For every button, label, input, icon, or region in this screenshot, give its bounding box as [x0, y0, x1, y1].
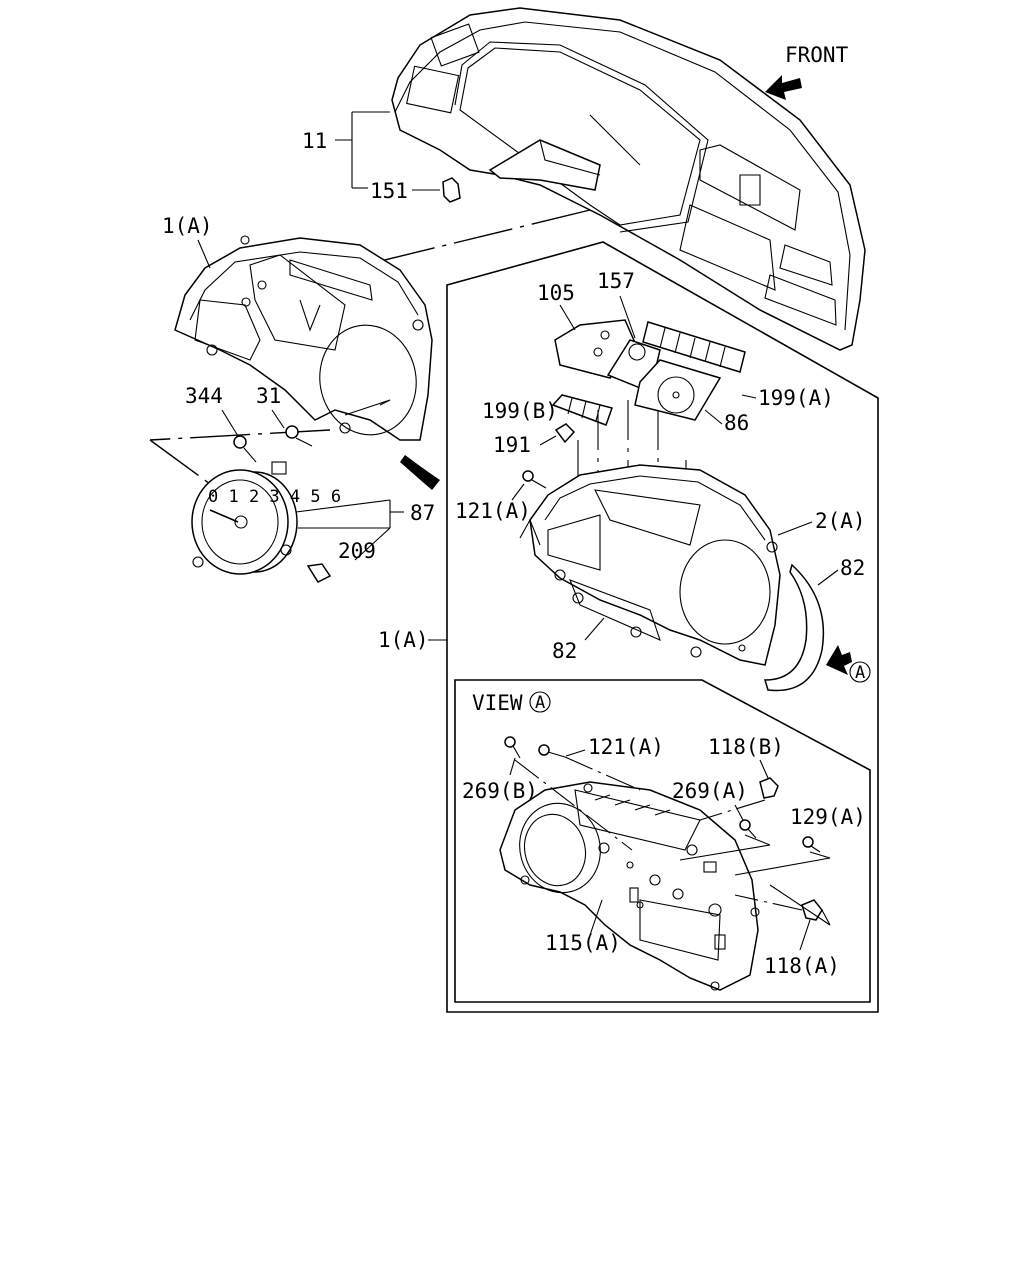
screw-31-icon	[285, 425, 313, 447]
part-label-209: 209	[338, 539, 376, 563]
screw-129a-icon	[802, 836, 821, 853]
part-label-1a-top: 1(A)	[162, 214, 213, 238]
leader	[584, 617, 605, 641]
part-label-269b: 269(B)	[462, 779, 538, 803]
part-label-129a: 129(A)	[790, 805, 866, 829]
callout-11-bracket	[335, 111, 440, 191]
screw-121a-view-icon	[538, 744, 566, 758]
leader	[799, 919, 811, 951]
part-label-86: 86	[724, 411, 749, 435]
leader	[559, 304, 576, 331]
leader	[619, 295, 636, 339]
leader	[777, 521, 813, 536]
part-label-87: 87	[410, 501, 435, 525]
part-label-151: 151	[370, 179, 408, 203]
leader	[271, 409, 285, 429]
leader	[589, 899, 603, 936]
view-arrow-letter: A	[855, 663, 865, 683]
dashboard-panel	[391, 7, 866, 351]
part-label-269a: 269(A)	[672, 779, 748, 803]
guide-line	[149, 429, 331, 441]
speedo-dial-86	[634, 359, 722, 421]
bulb-209-icon	[306, 563, 332, 583]
leader	[511, 483, 525, 501]
meter-back-circuit	[499, 781, 760, 991]
part-label-2a: 2(A)	[815, 509, 866, 533]
nut-118a-icon	[801, 899, 823, 921]
part-label-11: 11	[302, 129, 327, 153]
view-letter: A	[535, 693, 545, 713]
warning-strip-199a	[642, 321, 746, 373]
part-label-344: 344	[185, 384, 223, 408]
meter-housing-2a	[519, 464, 781, 666]
leader	[734, 804, 744, 821]
part-label-118a: 118(A)	[764, 954, 840, 978]
part-label-118b: 118(B)	[708, 735, 784, 759]
view-guide-lines	[514, 756, 831, 926]
tachometer-unit: 0 1 2 3 4 5 6	[191, 461, 341, 575]
svg-text:0 1 2 3 4 5 6: 0 1 2 3 4 5 6	[208, 487, 341, 507]
meter-assembly-top	[174, 235, 433, 441]
part-label-82-bottom: 82	[552, 639, 577, 663]
front-label: FRONT	[785, 43, 849, 67]
part-label-105: 105	[537, 281, 575, 305]
part-label-31: 31	[256, 384, 281, 408]
screw-269a-icon	[739, 819, 757, 839]
main-frame	[446, 241, 879, 1013]
leader	[539, 435, 557, 446]
clip-151-icon	[442, 177, 461, 203]
part-label-157: 157	[597, 269, 635, 293]
leader	[221, 409, 239, 437]
screw-269b-icon	[504, 736, 521, 759]
part-label-199a: 199(A)	[758, 386, 834, 410]
leader	[197, 239, 211, 269]
screw-121a-icon	[522, 470, 547, 489]
leader	[759, 759, 769, 779]
callout-87-bracket	[295, 499, 404, 561]
view-arrow-icon	[826, 645, 871, 683]
direction-arrow-icon	[400, 455, 440, 490]
part-label-82-right: 82	[840, 556, 865, 580]
view-a-box	[454, 679, 871, 1003]
leader	[741, 394, 757, 399]
part-label-191: 191	[493, 433, 531, 457]
leader	[817, 569, 839, 586]
nut-118b-icon	[759, 777, 779, 799]
bulb-191-icon	[554, 423, 576, 444]
leader	[509, 757, 516, 776]
view-letter-circle	[529, 691, 551, 713]
glass-cover-82	[763, 563, 825, 692]
view-title: VIEW	[472, 691, 523, 715]
front-arrow-icon	[765, 75, 802, 100]
leader	[704, 409, 723, 425]
part-label-199b: 199(B)	[482, 399, 558, 423]
part-label-115a: 115(A)	[545, 931, 621, 955]
leader	[565, 749, 586, 757]
part-label-121a-top: 121(A)	[455, 499, 531, 523]
screw-344-icon	[233, 435, 257, 463]
part-label-1a-left: 1(A)	[378, 628, 429, 652]
part-label-121a-view: 121(A)	[588, 735, 664, 759]
warning-strip-199b	[551, 394, 613, 426]
